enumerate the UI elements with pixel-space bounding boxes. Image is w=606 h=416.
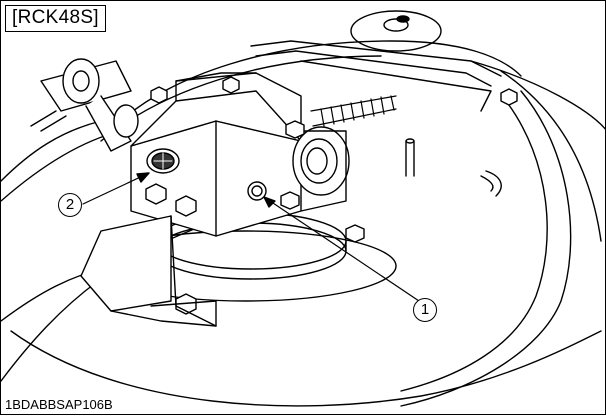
bolt-d <box>285 120 305 139</box>
bolt-a <box>145 183 167 205</box>
deck-edge-right <box>470 60 606 131</box>
leader-lines <box>82 172 420 302</box>
leader-arrow-1 <box>263 196 276 208</box>
leader-1 <box>263 196 420 302</box>
deck-lip-left-2 <box>1 130 122 202</box>
output-boss-hole <box>306 147 328 175</box>
bolt-e <box>150 86 168 104</box>
bolt-f <box>222 76 240 94</box>
belt-guide <box>300 60 492 112</box>
oil-filler-plug <box>146 148 180 174</box>
bolt-i <box>345 224 365 243</box>
deck-edge-bottom <box>10 330 602 407</box>
callout-2-label: 2 <box>65 196 75 213</box>
gearbox-top-face <box>130 90 302 147</box>
mount-bracket-foot <box>150 300 217 327</box>
output-boss-inner <box>300 138 338 184</box>
leader-2 <box>82 172 150 205</box>
deck-curve-right-2 <box>400 100 548 392</box>
belt-cover-ridge-2 <box>255 50 492 87</box>
bolt-c <box>280 191 300 210</box>
gearbox-upper-face <box>175 72 257 82</box>
callout-1-circle: 1 <box>413 298 437 322</box>
belt-cover-ridge <box>250 40 502 77</box>
deck-plate-top <box>120 40 522 122</box>
output-housing <box>300 130 347 212</box>
drain-plug <box>247 181 267 201</box>
callout-2-circle: 2 <box>58 193 82 217</box>
callout-1-label: 1 <box>420 301 430 318</box>
bolts <box>145 76 518 315</box>
bolt-g <box>500 88 518 106</box>
tension-spring <box>310 95 397 127</box>
deck-curve-right <box>400 90 572 407</box>
locating-pin <box>405 140 415 177</box>
deck-lip-left <box>1 120 102 182</box>
mount-bracket <box>80 215 172 312</box>
top-pulley <box>350 10 442 52</box>
top-pulley-cap <box>396 15 410 23</box>
figure-code: 1BDABBSAP106B <box>5 397 113 412</box>
deck-edge-right-2 <box>500 70 602 242</box>
bolt-b <box>175 195 197 217</box>
model-tag: [RCK48S] <box>5 5 106 32</box>
leader-arrow-2 <box>136 172 150 183</box>
universal-joint <box>30 58 139 152</box>
